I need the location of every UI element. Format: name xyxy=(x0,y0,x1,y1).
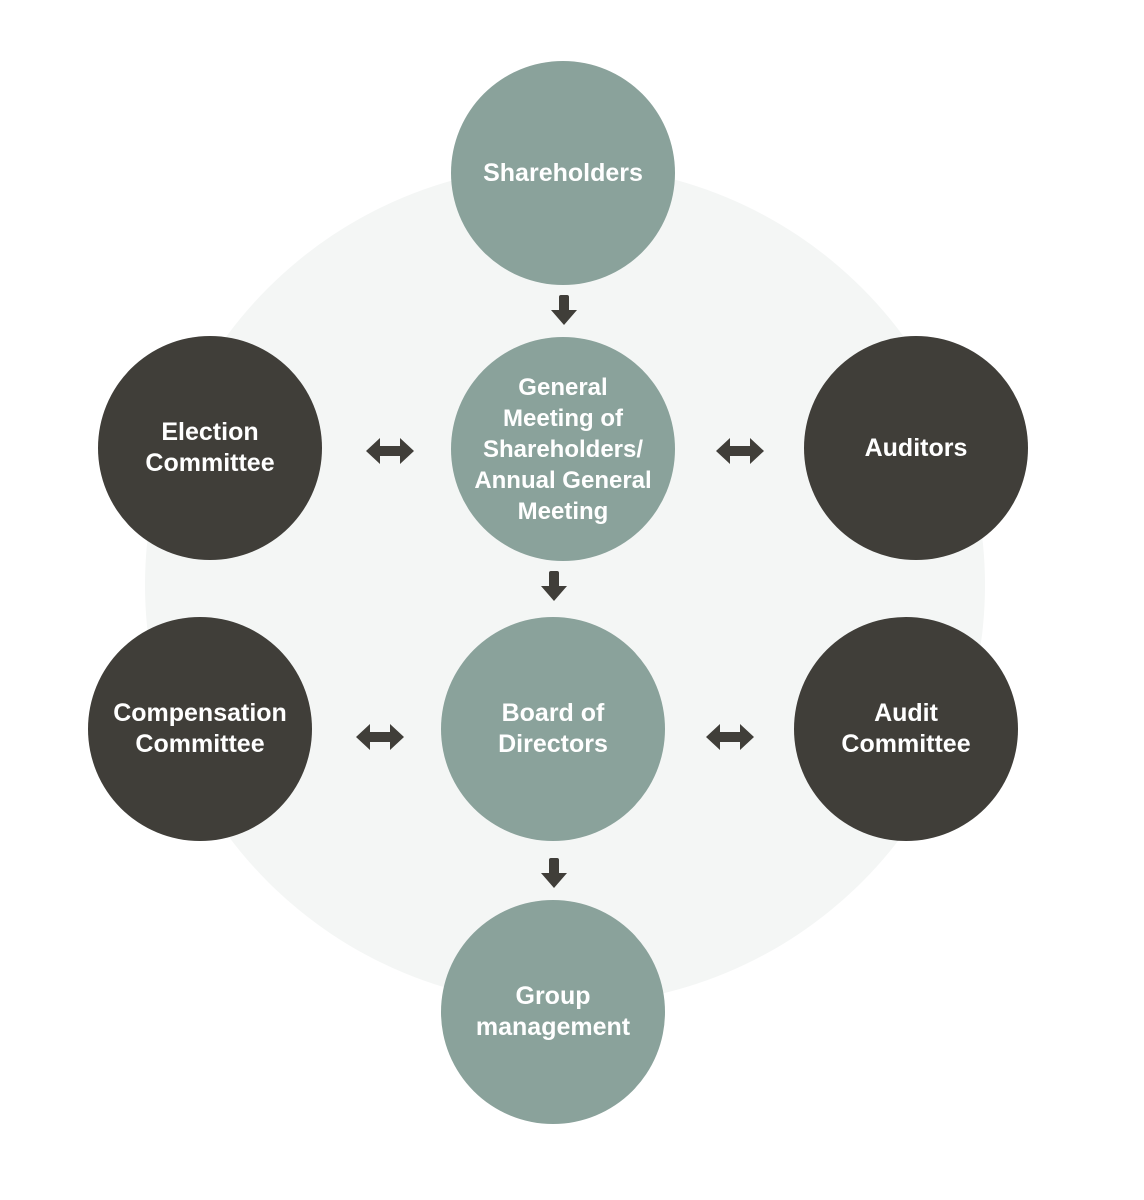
node-board-of-directors: Board of Directors xyxy=(441,617,665,841)
node-group-management-label: Group management xyxy=(475,982,631,1041)
node-board-label: Board of Directors xyxy=(498,699,608,758)
node-auditors-label: Auditors xyxy=(864,433,968,462)
node-general-meeting: General Meeting of Shareholders/ Annual … xyxy=(451,337,675,561)
node-shareholders-label: Shareholders xyxy=(483,158,643,187)
double-arrow-icon xyxy=(356,723,404,751)
node-general-meeting-label: General Meeting of Shareholders/ Annual … xyxy=(474,373,652,525)
node-group-management: Group management xyxy=(441,900,665,1124)
node-election-committee-label: Election Committee xyxy=(145,418,275,477)
node-election-committee: Election Committee xyxy=(98,336,322,560)
double-arrow-icon xyxy=(706,723,754,751)
down-arrow-icon xyxy=(550,295,578,327)
double-arrow-icon xyxy=(366,437,414,465)
node-audit-committee-label: Audit Committee xyxy=(841,699,971,758)
down-arrow-icon xyxy=(540,858,568,890)
node-compensation-committee: Compensation Committee xyxy=(88,617,312,841)
node-shareholders: Shareholders xyxy=(451,61,675,285)
node-compensation-committee-label: Compensation Committee xyxy=(113,699,287,758)
node-auditors: Auditors xyxy=(804,336,1028,560)
down-arrow-icon xyxy=(540,571,568,603)
double-arrow-icon xyxy=(716,437,764,465)
node-audit-committee: Audit Committee xyxy=(794,617,1018,841)
